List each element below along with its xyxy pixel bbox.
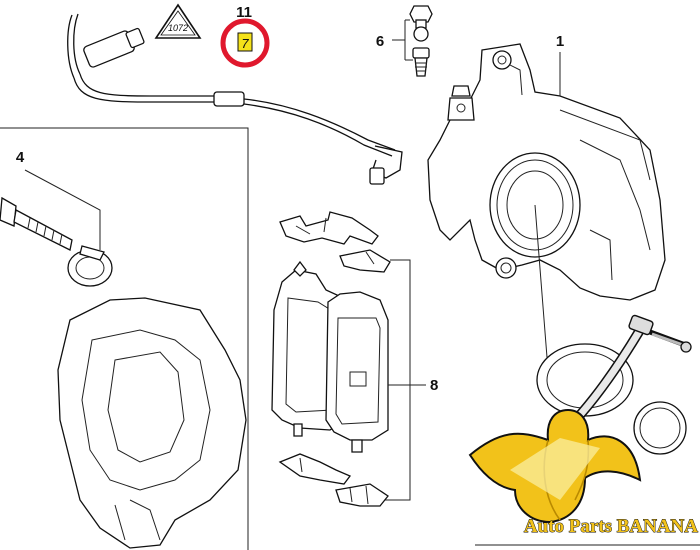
piston-seal-rings — [536, 343, 687, 455]
highlight-ring — [220, 18, 270, 68]
auto-parts-banana-logo: Auto Parts BANANA — [468, 314, 699, 537]
pad-retaining-clips-upper — [279, 211, 391, 273]
logo-text: Auto Parts BANANA — [524, 516, 698, 537]
highlight-label: 7 — [241, 36, 249, 51]
wear-sensor — [67, 13, 403, 185]
warning-triangle-icon: 1072 — [154, 3, 202, 39]
callout-6: 6 — [376, 33, 384, 50]
callout-4: 4 — [16, 149, 25, 166]
guide-bolt-assembly — [0, 169, 113, 287]
brake-pads — [271, 259, 426, 501]
callout-8: 8 — [430, 377, 438, 394]
callout-1: 1 — [556, 33, 564, 50]
bleeder-screw-assembly — [392, 5, 433, 77]
callout-11: 11 — [236, 4, 252, 21]
brake-caliper — [427, 43, 666, 301]
warning-label-text: 1072 — [168, 23, 188, 33]
highlight-box — [237, 32, 253, 52]
caliper-carrier — [0, 127, 249, 550]
highlighted-part-7[interactable]: 7 — [220, 18, 270, 68]
pad-retaining-clips-lower — [278, 453, 389, 507]
